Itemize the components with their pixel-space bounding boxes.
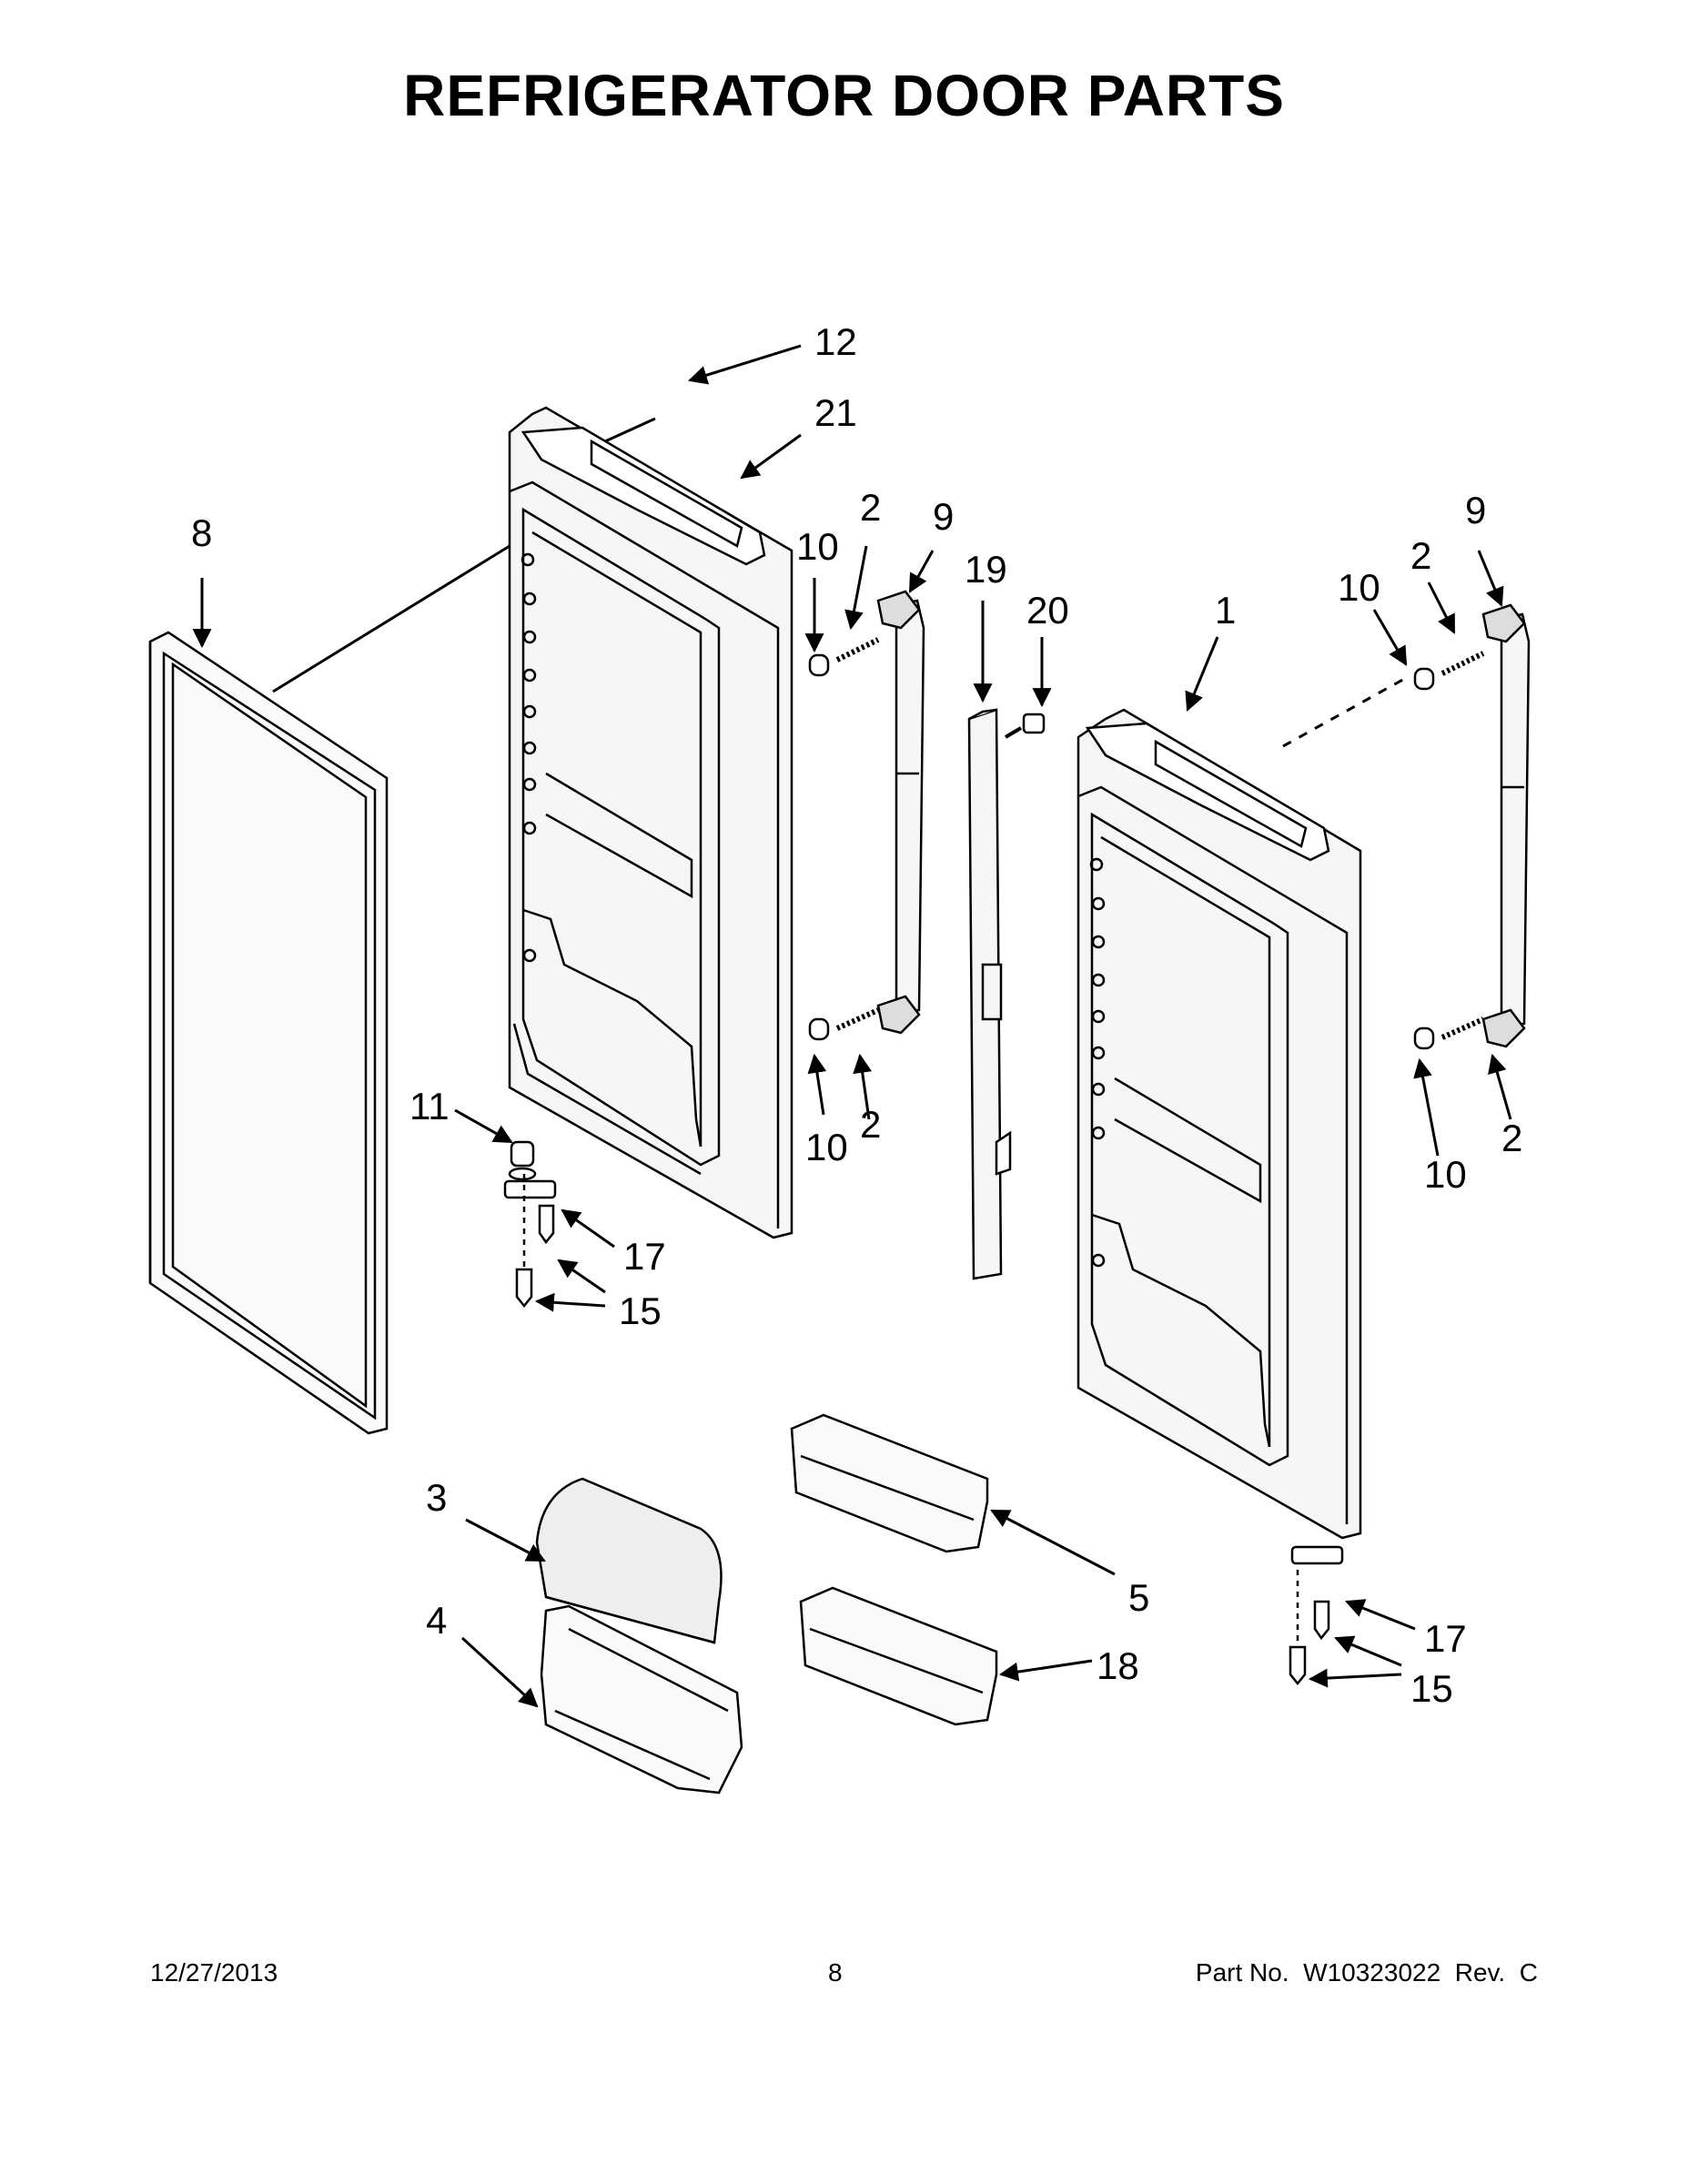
callout-17-right: 17 xyxy=(1424,1617,1467,1660)
callout-2-left-bottom: 2 xyxy=(860,1103,881,1146)
callout-12: 12 xyxy=(814,320,857,363)
callout-4: 4 xyxy=(426,1599,447,1642)
door-gasket xyxy=(148,631,389,1435)
callout-10-right-top: 10 xyxy=(1338,566,1380,609)
callout-17-left: 17 xyxy=(623,1235,666,1278)
left-door-liner xyxy=(508,406,793,1239)
door-bin-left xyxy=(540,1604,743,1795)
left-door-hinge-hardware xyxy=(503,1140,557,1309)
footer-page-number: 8 xyxy=(828,1958,843,1987)
callout-15-right: 15 xyxy=(1410,1667,1453,1710)
callout-9-left: 9 xyxy=(933,495,954,538)
callout-20: 20 xyxy=(1026,589,1069,632)
callout-2-right-top: 2 xyxy=(1410,534,1431,577)
callout-9-right: 9 xyxy=(1465,489,1486,531)
right-door-handle xyxy=(1481,603,1531,1048)
footer-part-number: Part No. W10323022 Rev. C xyxy=(1195,1958,1538,1987)
callout-10-right-bottom: 10 xyxy=(1424,1153,1467,1196)
footer-date: 12/27/2013 xyxy=(150,1958,278,1987)
callout-11: 11 xyxy=(409,1085,450,1127)
callout-1: 1 xyxy=(1215,589,1236,632)
door-bin-18 xyxy=(799,1586,998,1726)
left-door-handle xyxy=(876,590,925,1035)
callout-8: 8 xyxy=(191,511,212,554)
callout-arrows xyxy=(192,344,1512,1708)
callout-19: 19 xyxy=(965,548,1007,591)
callout-2-right-bottom: 2 xyxy=(1501,1117,1522,1159)
page-title: REFRIGERATOR DOOR PARTS xyxy=(403,63,1285,128)
callout-21: 21 xyxy=(814,391,857,434)
callout-15-left: 15 xyxy=(619,1289,662,1332)
assembly-leader-lines xyxy=(272,417,1407,748)
left-handle-fasteners xyxy=(808,637,880,1041)
right-handle-fasteners xyxy=(1413,651,1485,1050)
bin-cover xyxy=(535,1477,723,1644)
callout-5: 5 xyxy=(1128,1576,1149,1619)
right-door-hinge-hardware xyxy=(1289,1545,1344,1686)
callout-10-left-bottom: 10 xyxy=(805,1126,848,1168)
center-mullion xyxy=(967,708,1012,1280)
mullion-screw xyxy=(1004,713,1046,739)
callout-10-left-top: 10 xyxy=(796,525,839,568)
door-bin-5 xyxy=(790,1413,989,1553)
callout-18: 18 xyxy=(1097,1644,1139,1687)
callout-3: 3 xyxy=(426,1476,447,1519)
callout-2-left-top: 2 xyxy=(860,486,881,529)
right-door-liner xyxy=(1076,708,1362,1540)
